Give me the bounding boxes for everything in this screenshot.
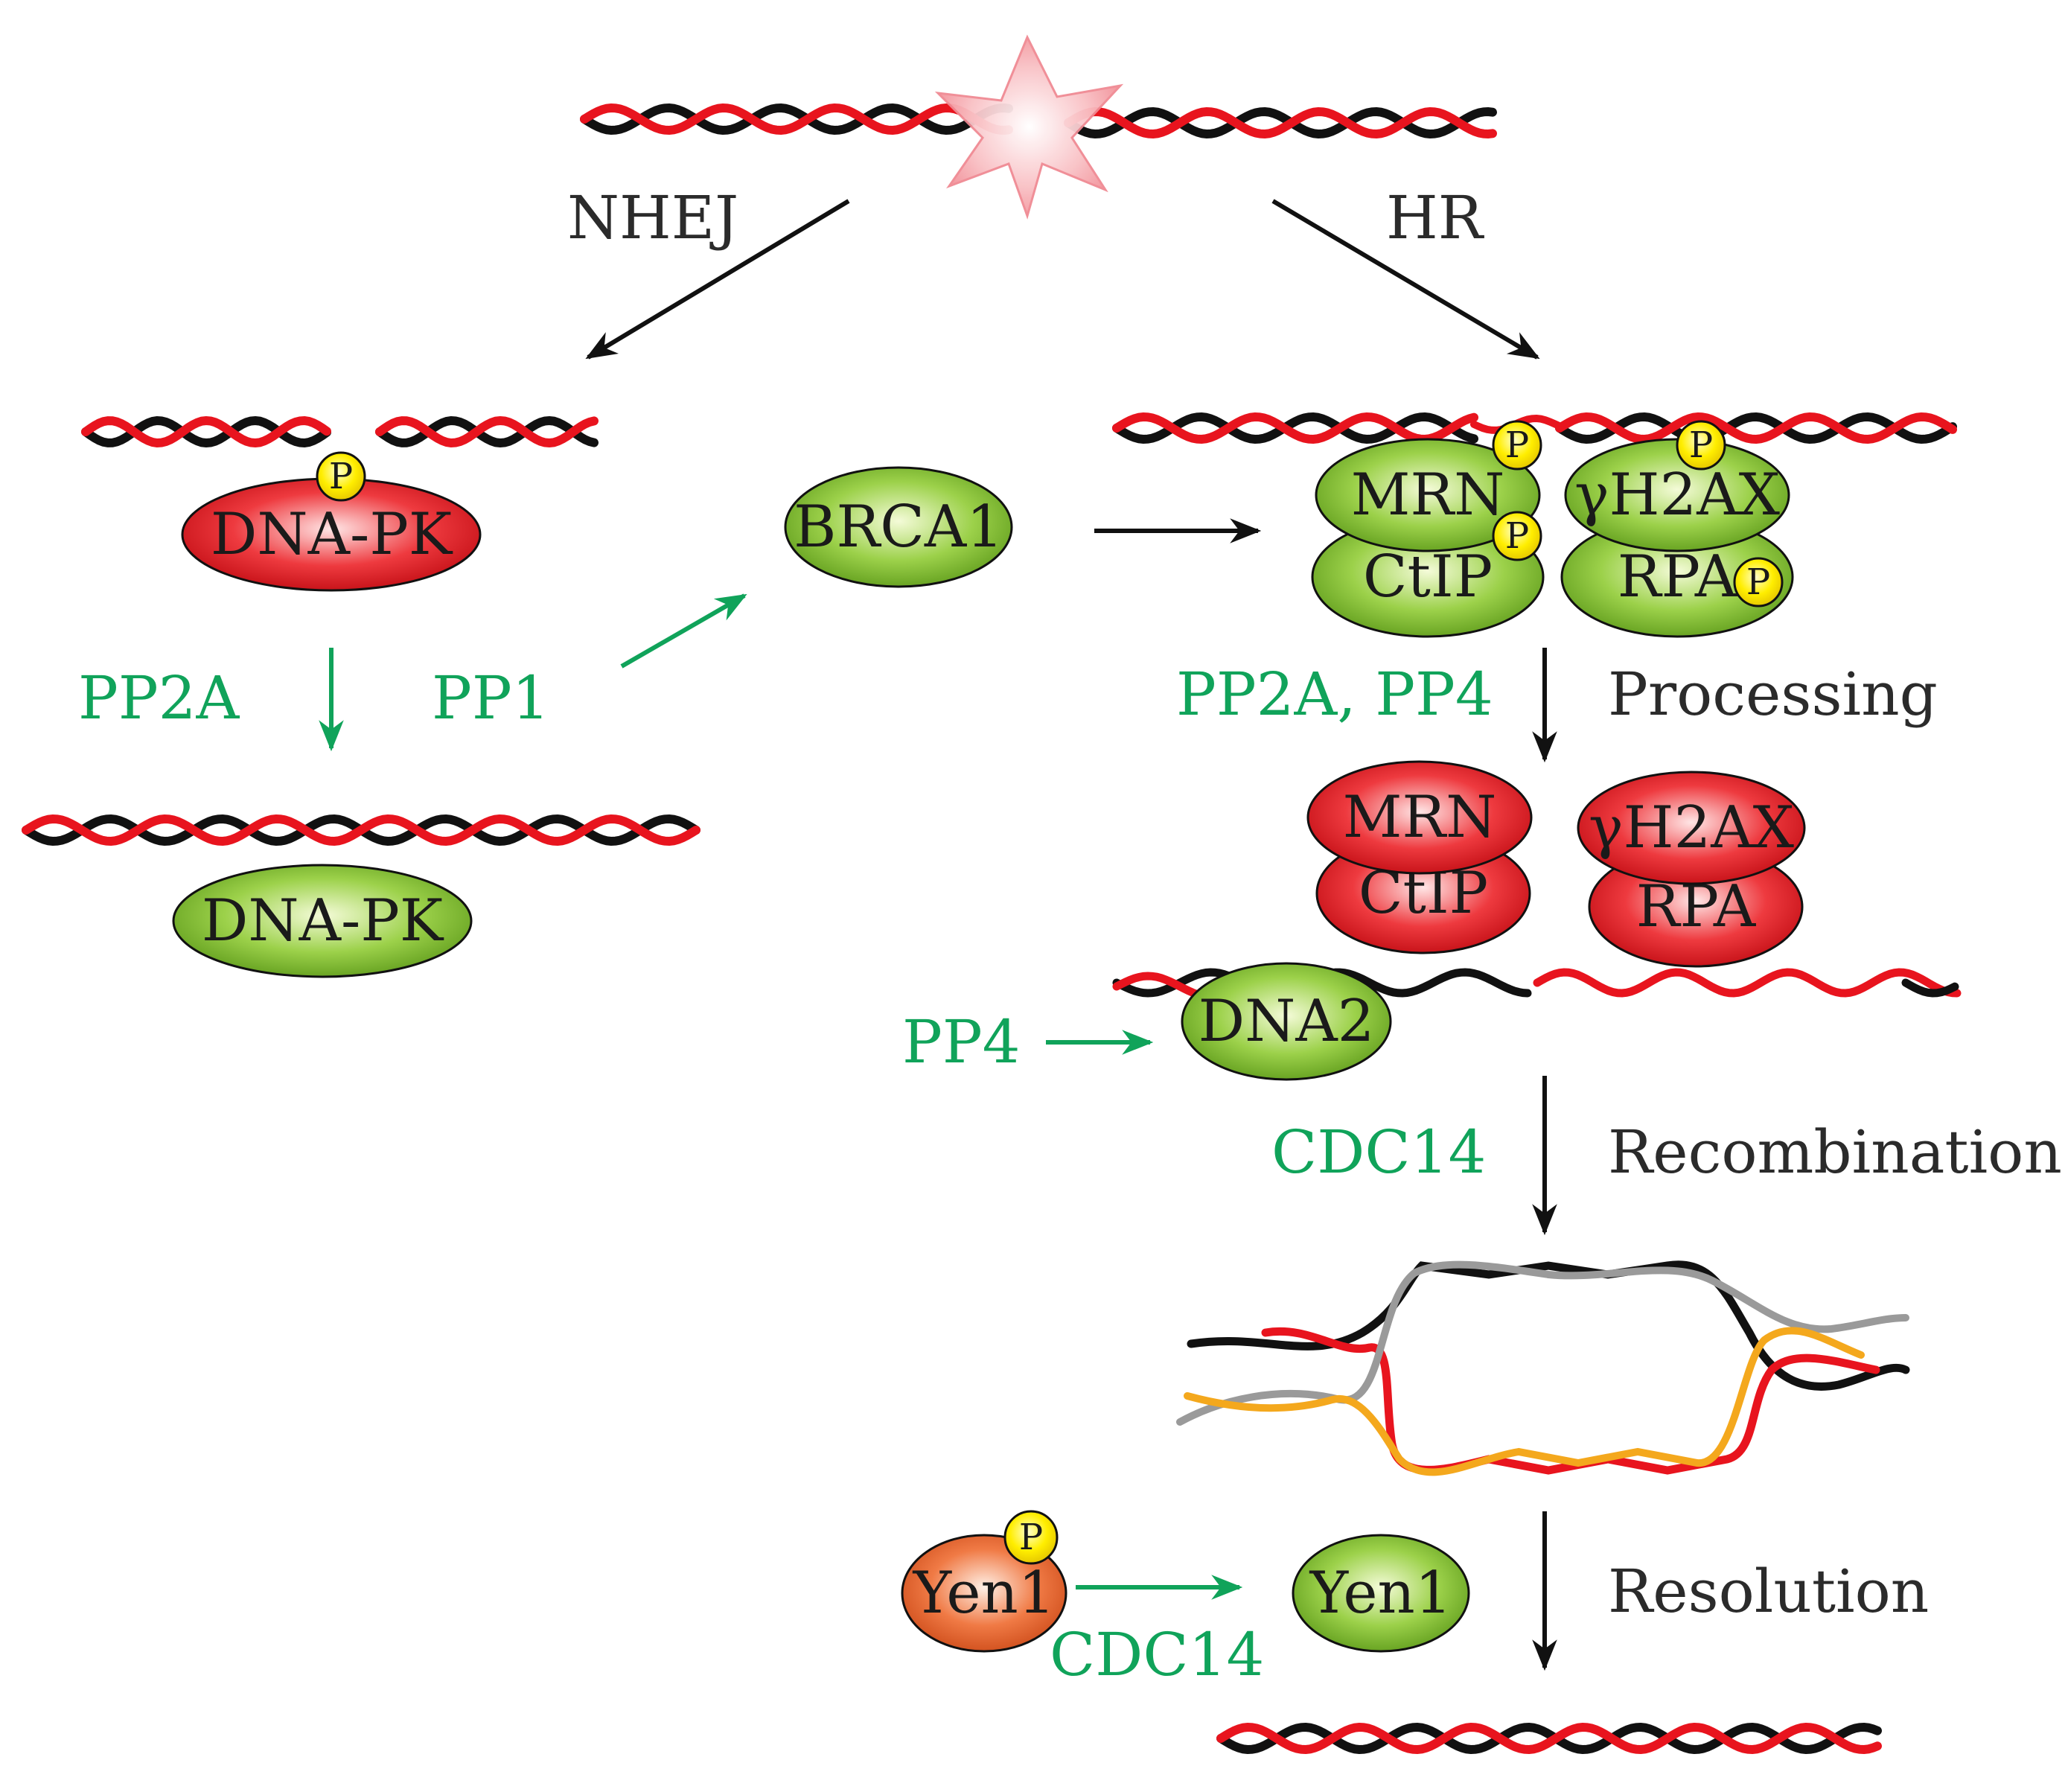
- phospho-mark-rpa: P: [1733, 557, 1784, 608]
- label-recombination: Recombination: [1608, 1117, 2062, 1187]
- dna-hr-right-strand-a: [1555, 412, 1957, 444]
- dna-nhej-right-strand-b: [375, 415, 599, 448]
- label-cdc14-yen1: CDC14: [1050, 1620, 1264, 1689]
- label-pp4: PP4: [902, 1007, 1021, 1077]
- protein-dnapk-phosphorylated: DNA-PK: [181, 477, 482, 592]
- svg-text:BRCA1: BRCA1: [794, 494, 1003, 561]
- dna-nhej-left-strand-a: [81, 415, 331, 448]
- svg-text:P: P: [1746, 561, 1770, 603]
- label-nhej: NHEJ: [567, 183, 738, 252]
- svg-text:MRN: MRN: [1343, 784, 1497, 851]
- protein-h2ax: γH2AX: [1577, 771, 1806, 885]
- protein-yen1-phosphorylated: Yen1: [901, 1534, 1067, 1653]
- dna-resolved-strand-b: [1216, 1722, 1882, 1755]
- dna-resected-right-black: [1901, 978, 1959, 998]
- svg-text:DNA2: DNA2: [1199, 988, 1375, 1055]
- svg-text:DNA-PK: DNA-PK: [202, 887, 444, 954]
- svg-text:P: P: [1689, 424, 1713, 466]
- dna-hr-left-strand-b: [1112, 412, 1478, 444]
- dna-strands-layer: [22, 103, 1962, 1755]
- dna-damage-star-icon: [934, 34, 1124, 220]
- dna-nhej-repaired-strand-b: [22, 814, 700, 846]
- dna-top-right-strand-b: [1064, 106, 1497, 139]
- arrow-hr: [1271, 199, 1540, 360]
- svg-text:CtIP: CtIP: [1363, 543, 1493, 610]
- svg-text:γH2AX: γH2AX: [1574, 462, 1781, 529]
- svg-text:RPA: RPA: [1618, 543, 1738, 610]
- svg-text:P: P: [329, 456, 353, 497]
- label-processing: Processing: [1608, 660, 1938, 729]
- phospho-mark-ctip: P: [1492, 511, 1542, 561]
- protein-rpa-phosphorylated: RPA: [1560, 516, 1794, 638]
- dna-hr-right-strand-b: [1555, 412, 1957, 444]
- svg-text:P: P: [1505, 424, 1529, 466]
- protein-yen1: Yen1: [1292, 1534, 1470, 1653]
- svg-text:DNA-PK: DNA-PK: [211, 501, 453, 568]
- label-cdc14-recombination: CDC14: [1271, 1117, 1486, 1187]
- phospho-mark-mrn: P: [1492, 420, 1542, 471]
- protein-h2ax-phosphorylated: γH2AX: [1564, 438, 1790, 552]
- arrow-nhej: [585, 199, 850, 360]
- protein-dna2: DNA2: [1181, 962, 1392, 1081]
- svg-text:Yen1: Yen1: [913, 1560, 1056, 1627]
- svg-text:P: P: [1505, 515, 1529, 557]
- phospho-mark-h2ax: P: [1676, 420, 1726, 471]
- label-hr: HR: [1386, 183, 1485, 252]
- dna-top-right-strand-a: [1064, 106, 1497, 139]
- protein-mrn-phosphorylated: MRN: [1315, 438, 1541, 552]
- svg-text:Yen1: Yen1: [1309, 1560, 1452, 1627]
- label-pp2a-nhej: PP2A: [78, 663, 240, 733]
- dna-nhej-right-strand-a: [375, 415, 599, 448]
- svg-text:MRN: MRN: [1351, 462, 1505, 529]
- dna-top-left-strand-b: [580, 103, 1013, 135]
- protein-ctip-phosphorylated: CtIP: [1311, 516, 1545, 638]
- label-pp1: PP1: [432, 663, 550, 733]
- svg-text:P: P: [1019, 1517, 1043, 1558]
- phospho-mark-yen1: P: [1003, 1510, 1059, 1565]
- protein-brca1: BRCA1: [784, 466, 1013, 588]
- label-pp2a-pp4: PP2A, PP4: [1176, 660, 1493, 729]
- dna-resected-right-red: [1533, 968, 1962, 998]
- arrow-pp1-to-brca1: [620, 593, 747, 669]
- label-resolution: Resolution: [1608, 1557, 1929, 1626]
- protein-dnapk: DNA-PK: [172, 864, 473, 978]
- dna-top-left-strand-a: [580, 103, 1013, 135]
- phospho-mark-dnapk: P: [316, 451, 366, 502]
- svg-text:γH2AX: γH2AX: [1589, 794, 1795, 861]
- dna-hj-orange: [1184, 1327, 1865, 1476]
- protein-mrn: MRN: [1306, 760, 1533, 875]
- dna-nhej-left-strand-b: [81, 415, 331, 448]
